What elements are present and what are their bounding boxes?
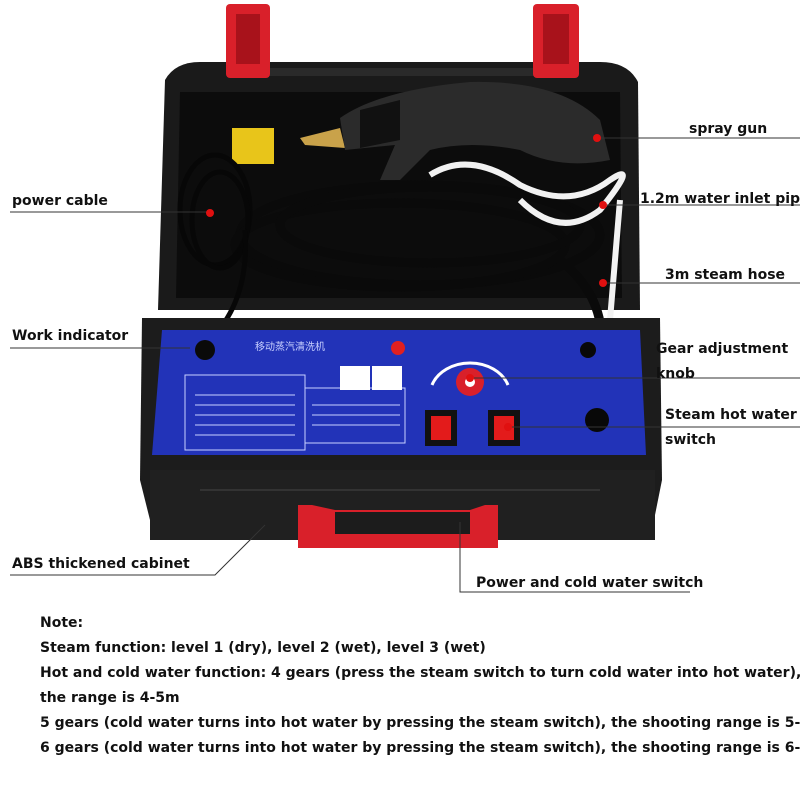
notes-line: the range is 4-5m <box>40 690 180 706</box>
top-indicator-light <box>391 341 405 355</box>
notes-heading: Note: <box>40 615 84 631</box>
carry-handle[interactable] <box>298 505 498 548</box>
label-water-inlet-pipe: 1.2m water inlet pipe <box>640 191 800 207</box>
warning-tag <box>232 128 274 164</box>
notes-line: 5 gears (cold water turns into hot water… <box>40 715 800 731</box>
callout-lines <box>10 137 800 593</box>
label-hot-water-switch-line1: Steam hot water <box>665 407 797 423</box>
notes-block: Note: Steam function: level 1 (dry), lev… <box>40 611 800 761</box>
case-latch-right <box>533 4 579 78</box>
notes-line: 6 gears (cold water turns into hot water… <box>40 740 800 756</box>
spray-gun-icon <box>300 81 610 180</box>
label-power-cable: power cable <box>12 193 108 209</box>
label-hot-water-switch-line2: switch <box>665 432 717 448</box>
power-cable-coil <box>177 152 253 342</box>
control-panel: 移动蒸汽清洗机 <box>152 330 646 455</box>
water-inlet-port <box>580 342 596 358</box>
notes-line: Steam function: level 1 (dry), level 2 (… <box>40 640 486 656</box>
label-spray-gun: spray gun <box>689 121 768 137</box>
steam-cleaner-illustration: 移动蒸汽清洗机 <box>10 4 800 593</box>
label-steam-hose: 3m steam hose <box>665 267 786 283</box>
label-gear-adjustment-line1: Gear adjustment <box>656 341 789 357</box>
work-indicator-light <box>195 340 215 360</box>
label-work-indicator: Work indicator <box>12 328 129 344</box>
case-latch-left <box>226 4 270 78</box>
callout-dots <box>206 134 607 431</box>
power-cold-water-switch[interactable] <box>425 410 457 446</box>
label-abs-cabinet: ABS thickened cabinet <box>12 556 190 572</box>
steam-hot-water-switch[interactable] <box>488 410 520 446</box>
svg-text:移动蒸汽清洗机: 移动蒸汽清洗机 <box>255 340 325 353</box>
notes-line: Hot and cold water function: 4 gears (pr… <box>40 665 800 681</box>
steam-outlet <box>585 408 609 432</box>
label-gear-adjustment-line2: knob <box>656 366 695 382</box>
label-power-cold-water-switch: Power and cold water switch <box>476 575 704 591</box>
